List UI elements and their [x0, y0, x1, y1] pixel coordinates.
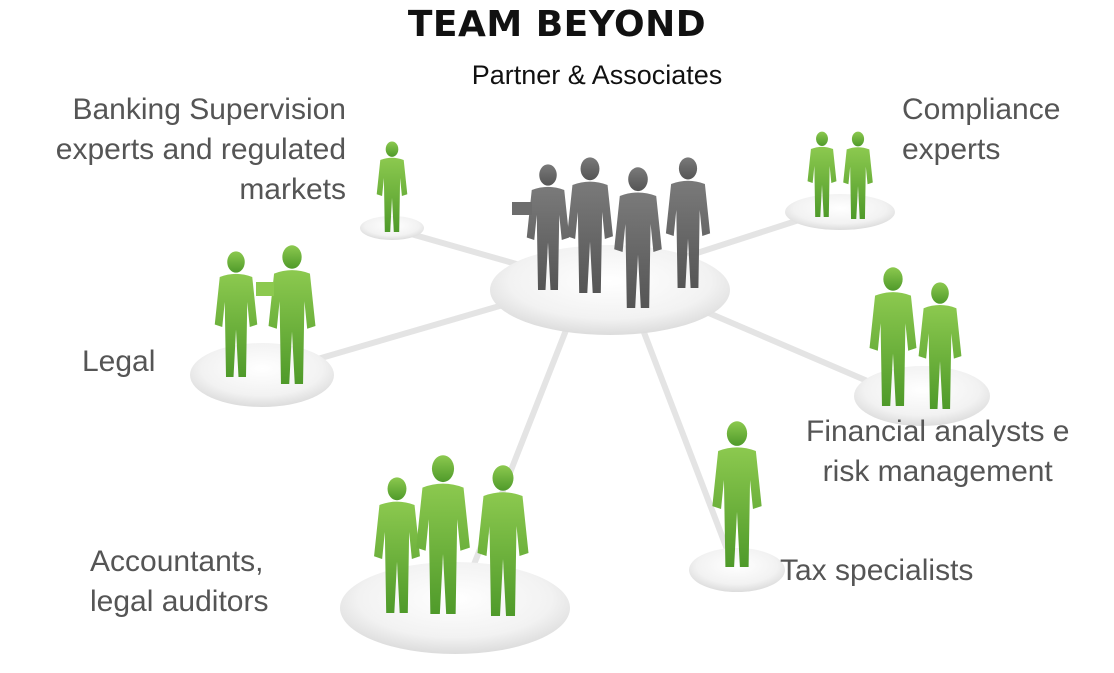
connector-tax — [637, 319, 738, 573]
laptop — [512, 202, 532, 215]
diagram-subtitle: Partner & Associates — [471, 60, 723, 90]
label-banking-line-1: Banking Supervision — [72, 93, 346, 126]
label-accountants-line-1: Accountants, — [90, 545, 264, 578]
label-legal-line-1: Legal — [82, 345, 156, 378]
legal-figures — [214, 245, 316, 384]
label-banking: Banking Supervision experts and regulate… — [56, 90, 346, 210]
label-banking-line-3: markets — [239, 173, 346, 206]
label-compliance: Compliance experts — [902, 90, 1060, 170]
tax-person — [712, 421, 762, 567]
label-tax: Tax specialists — [780, 551, 973, 591]
label-accountants: Accountants, legal auditors — [90, 542, 268, 622]
center-team-figures — [512, 157, 711, 308]
platforms — [190, 194, 990, 654]
tax-figures — [712, 421, 762, 567]
label-accountants-line-2: legal auditors — [90, 585, 269, 618]
label-compliance-line-1: Compliance — [902, 93, 1061, 126]
connector-accountants — [457, 317, 573, 603]
label-financial: Financial analysts e risk management — [806, 412, 1069, 492]
platform-compliance — [785, 194, 895, 230]
platform-legal — [190, 343, 334, 407]
diagram-title: TEAM BEYOND — [407, 4, 707, 45]
label-banking-line-2: experts and regulated — [55, 133, 346, 166]
platform-banking — [360, 216, 424, 240]
label-compliance-line-2: experts — [902, 133, 1001, 166]
label-legal: Legal — [82, 342, 155, 382]
legal-document — [256, 282, 274, 296]
label-financial-line-1: Financial analysts e — [806, 415, 1070, 448]
platform-tax — [689, 548, 785, 592]
label-financial-line-2: risk management — [822, 455, 1053, 488]
label-tax-line-1: Tax specialists — [780, 554, 974, 587]
